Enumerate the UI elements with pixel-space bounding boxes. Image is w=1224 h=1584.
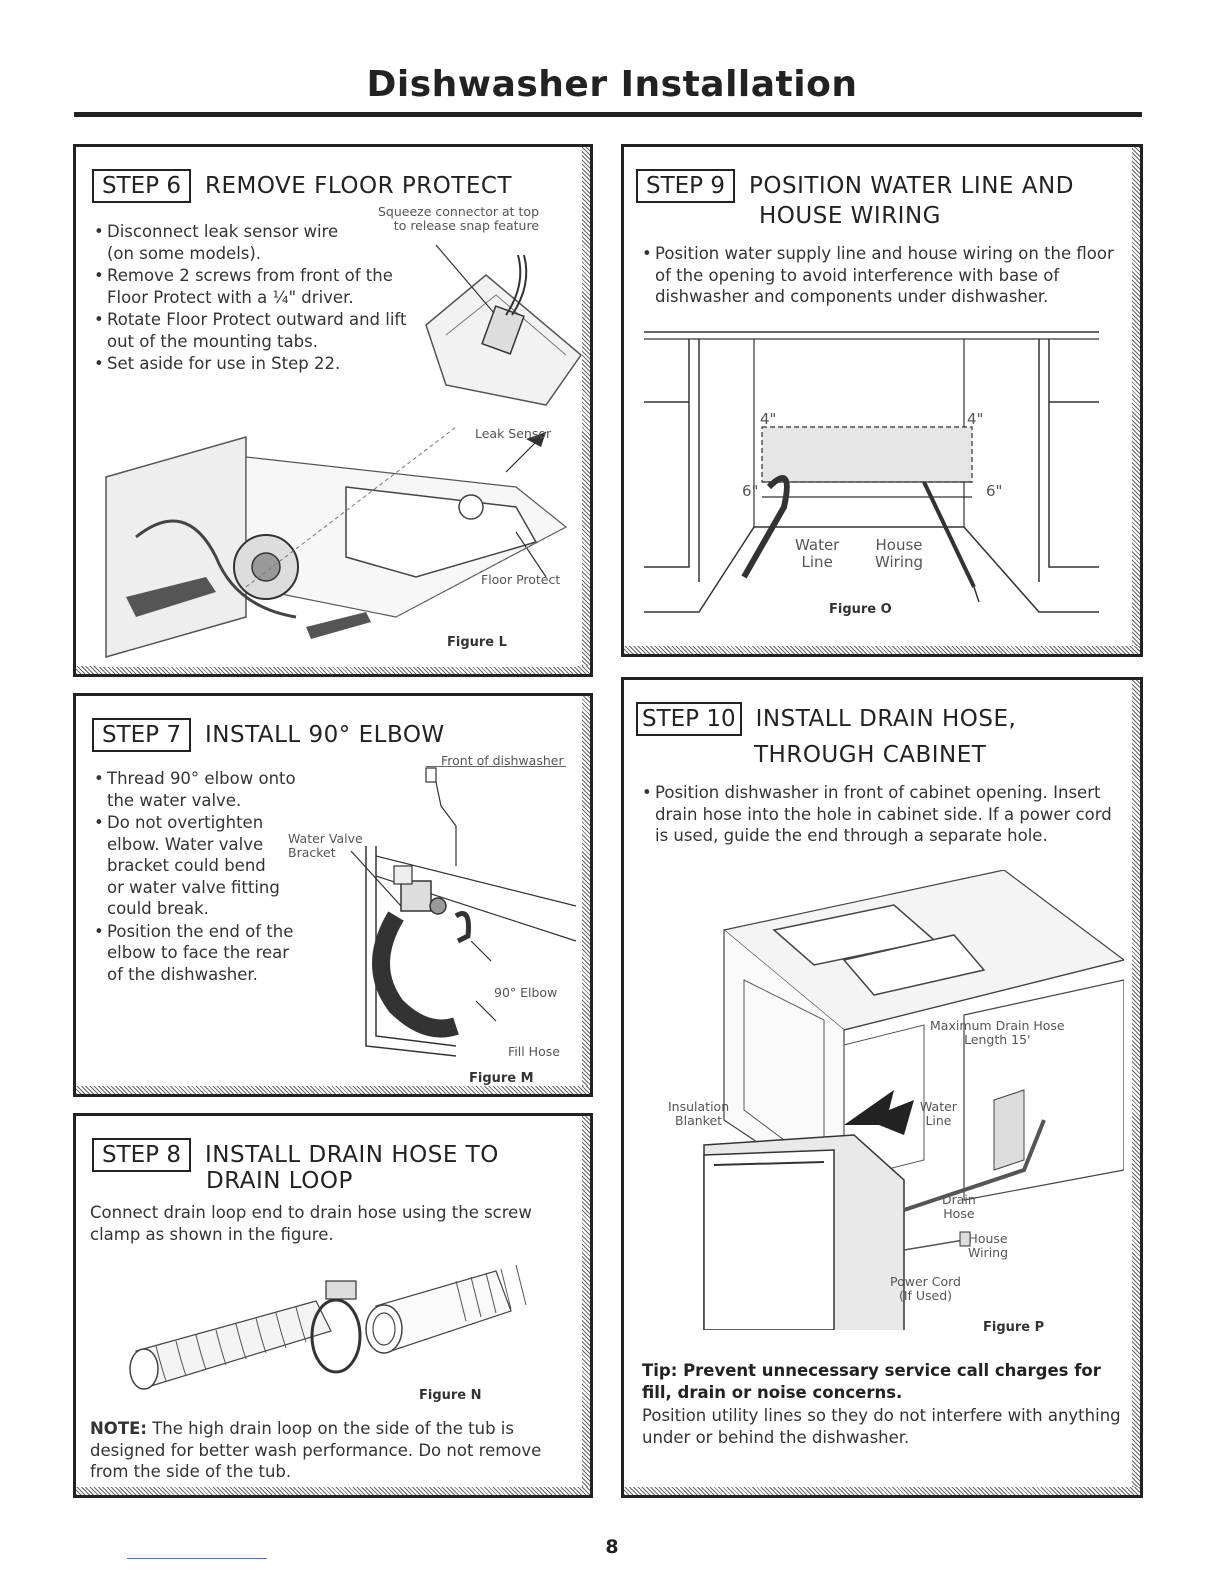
step6-title: REMOVE FLOOR PROTECT [205, 173, 513, 199]
step9-title-line2: HOUSE WIRING [759, 203, 941, 229]
step7-number: STEP 7 [92, 718, 191, 752]
step8-note: NOTE: The high drain loop on the side of… [90, 1418, 560, 1483]
house-wiring-label: House Wiring [875, 536, 924, 571]
step6-panel: STEP 6 REMOVE FLOOR PROTECT Squeeze conne… [73, 144, 593, 677]
step8-text: Connect drain loop end to drain hose usi… [90, 1203, 532, 1244]
step9-instructions: Position water supply line and house wir… [642, 243, 1122, 309]
list-item: Position the end of the elbow to face th… [94, 921, 302, 986]
panel-shadow [1132, 680, 1140, 1495]
drain-hose-label: Drain Hose [942, 1192, 976, 1221]
step8-title-line2: DRAIN LOOP [206, 1168, 353, 1194]
leak-sensor-label: Leak Sensor [475, 426, 552, 441]
panel-shadow [582, 147, 590, 674]
list-item: Thread 90° elbow onto the water valve. [94, 768, 297, 811]
step10-title-line2: THROUGH CABINET [754, 742, 987, 768]
step9-number: STEP 9 [636, 169, 735, 203]
list-item: Position dishwasher in front of cabinet … [642, 782, 1127, 847]
insulation-label: Insulation Blanket [668, 1099, 730, 1128]
elbow-label: 90° Elbow [494, 985, 558, 1000]
elbow-illustration [350, 766, 577, 1057]
page-title: Dishwasher Installation [366, 64, 858, 105]
list-item: Disconnect leak sensor wire (on some mod… [94, 221, 367, 264]
drain-hose-clamp-illustration [129, 1264, 527, 1390]
tip-text: Position utility lines so they do not in… [642, 1406, 1121, 1447]
water-line-label: Water Line [920, 1099, 957, 1128]
dim-4-right: 4" [967, 410, 984, 428]
dim-6-right: 6" [986, 482, 1003, 500]
step8-title-line1: INSTALL DRAIN HOSE TO [205, 1142, 499, 1168]
panel-shadow [1132, 147, 1140, 654]
step6-instructions: Disconnect leak sensor wire (on some mod… [94, 221, 414, 376]
floor-protect-label: Floor Protect [481, 572, 561, 587]
connector-detail-illustration [425, 244, 583, 406]
figure-caption: Figure O [829, 602, 892, 617]
step10-heading: STEP 10 INSTALL DRAIN HOSE, [636, 702, 1016, 736]
step10-instructions: Position dishwasher in front of cabinet … [642, 782, 1127, 848]
step8-panel: STEP 8 INSTALL DRAIN HOSE TO DRAIN LOOP C… [73, 1113, 593, 1498]
front-label: Front of dishwasher [441, 753, 564, 768]
figure-caption: Figure M [469, 1071, 534, 1086]
step6-heading: STEP 6 REMOVE FLOOR PROTECT [92, 169, 512, 203]
figure-caption: Figure N [419, 1388, 482, 1403]
figure-caption: Figure P [983, 1320, 1045, 1335]
step10-panel: STEP 10 INSTALL DRAIN HOSE, THROUGH CABIN… [621, 677, 1143, 1498]
list-item: Set aside for use in Step 22. [94, 353, 414, 375]
bracket-label: Water Valve Bracket [288, 831, 363, 860]
panel-shadow [582, 1116, 590, 1495]
step9-heading: STEP 9 POSITION WATER LINE AND [636, 169, 1074, 203]
note-text: The high drain loop on the side of the t… [90, 1419, 542, 1481]
power-cord-label: Power Cord (If Used) [890, 1274, 961, 1303]
water-line-label: Water Line [795, 536, 840, 571]
fill-hose-label: Fill Hose [508, 1044, 560, 1059]
step7-panel: STEP 7 INSTALL 90° ELBOW Front of dishwas… [73, 693, 593, 1097]
step7-instructions: Thread 90° elbow onto the water valve. D… [94, 768, 304, 986]
list-item: Position water supply line and house wir… [642, 243, 1122, 308]
cabinet-opening-diagram [644, 331, 1099, 613]
list-item: Rotate Floor Protect outward and lift ou… [94, 309, 414, 352]
house-wiring-label: House Wiring [968, 1231, 1009, 1260]
panel-shadow [582, 696, 590, 1094]
step6-number: STEP 6 [92, 169, 191, 203]
step9-panel: STEP 9 POSITION WATER LINE AND HOUSE WIRI… [621, 144, 1143, 657]
title-divider [74, 112, 1142, 117]
step9-title-line1: POSITION WATER LINE AND [749, 173, 1074, 199]
max-hose-label: Maximum Drain Hose Length 15' [930, 1018, 1065, 1047]
squeeze-callout: Squeeze connector at top to release snap… [378, 204, 540, 233]
cabinet-install-illustration [703, 870, 1124, 1330]
list-item: Do not overtighten elbow. Water valve br… [94, 812, 285, 920]
tip-title: Tip: Prevent unnecessary service call ch… [642, 1361, 1101, 1402]
dim-6-left: 6" [742, 482, 759, 500]
floor-protect-illustration [96, 426, 576, 667]
panel-shadow [624, 646, 1140, 654]
step10-title-line1: INSTALL DRAIN HOSE, [755, 706, 1017, 732]
panel-shadow [624, 1487, 1140, 1495]
page-number: 8 [605, 1536, 619, 1558]
step10-number: STEP 10 [636, 702, 742, 736]
panel-shadow [76, 1086, 590, 1094]
panel-shadow [76, 666, 590, 674]
bottom-link-underline [127, 1558, 267, 1559]
step8-heading: STEP 8 INSTALL DRAIN HOSE TO [92, 1138, 499, 1172]
panel-shadow [76, 1487, 590, 1495]
note-label: NOTE: [90, 1419, 147, 1438]
step8-number: STEP 8 [92, 1138, 191, 1172]
step7-heading: STEP 7 INSTALL 90° ELBOW [92, 718, 445, 752]
dim-4-left: 4" [760, 410, 777, 428]
list-item: Remove 2 screws from front of the Floor … [94, 265, 414, 308]
step7-title: INSTALL 90° ELBOW [205, 722, 445, 748]
figure-caption: Figure L [447, 635, 507, 650]
